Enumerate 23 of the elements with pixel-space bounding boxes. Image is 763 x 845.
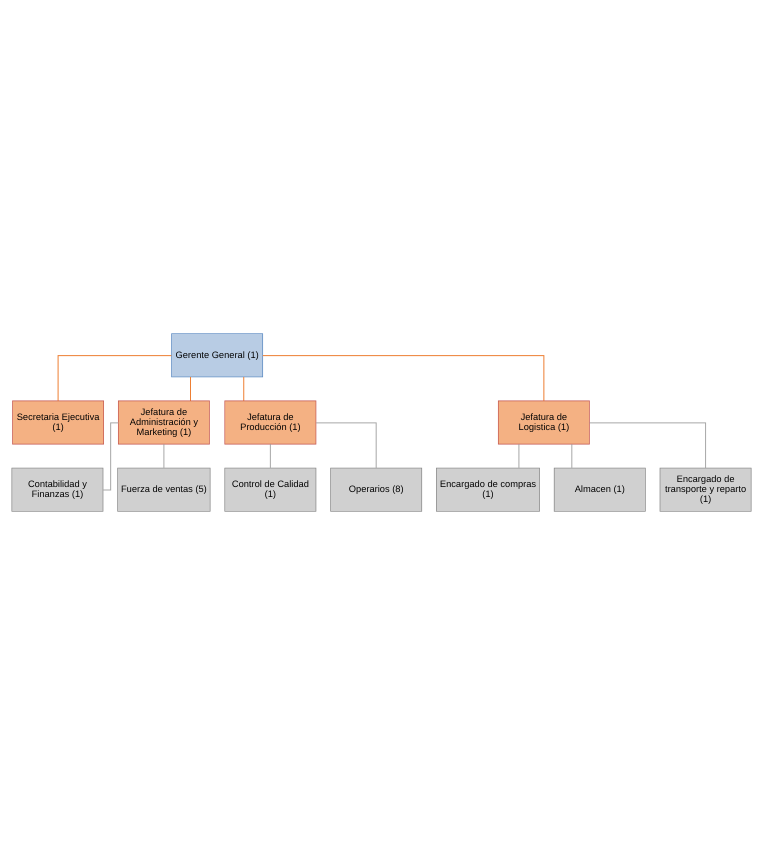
connector: [163, 444, 164, 468]
connector: [518, 444, 520, 468]
connector: [316, 422, 377, 468]
connector: [270, 444, 271, 468]
connector: [243, 376, 244, 402]
connector: [589, 422, 706, 468]
node-box: Control de Calidad (1): [224, 468, 316, 512]
connector: [571, 444, 572, 468]
node-box: Secretaria Ejecutiva (1): [12, 400, 104, 444]
connector: [190, 376, 192, 402]
node-box: Fuerza de ventas (5): [117, 468, 210, 512]
node-box: Operarios (8): [330, 468, 422, 512]
connector: [262, 355, 544, 402]
node-box: Jefatura de Logistica (1): [498, 400, 590, 444]
node-box: Encargado de compras (1): [436, 468, 540, 512]
node-box: Jefatura de Producción (1): [224, 400, 316, 444]
node-box: Jefatura de Administración y Marketing (1): [118, 400, 210, 444]
node-box: Almacen (1): [554, 468, 646, 512]
node-box: Contabilidad y Finanzas (1): [12, 468, 104, 512]
node-box: Gerente General (1): [171, 333, 264, 378]
connector: [58, 355, 172, 402]
connector: [102, 422, 119, 491]
node-box: Encargado de transporte y reparto (1): [660, 468, 752, 512]
